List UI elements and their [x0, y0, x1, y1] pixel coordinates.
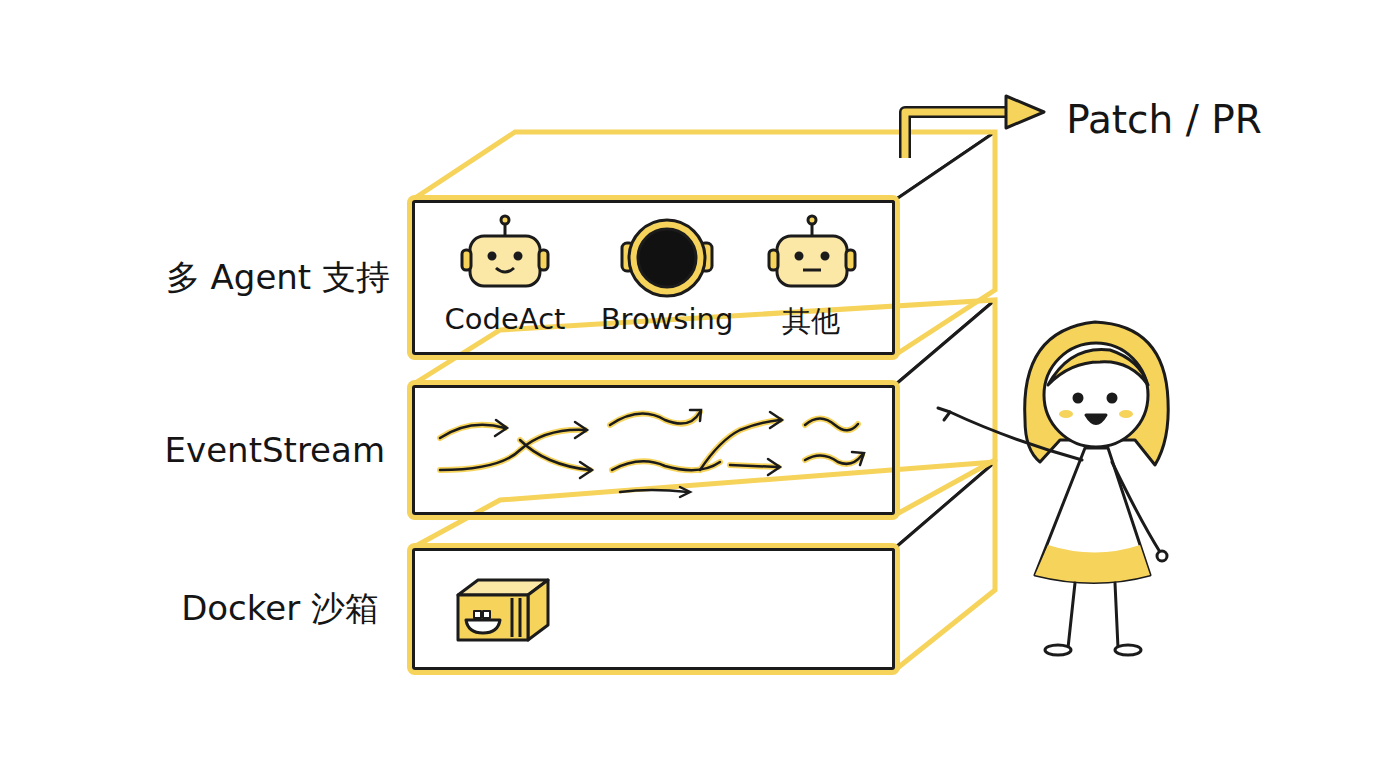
flow-head — [680, 487, 690, 497]
flow-line — [520, 440, 590, 470]
robot-antenna-tip — [501, 216, 509, 224]
robot-head — [777, 236, 847, 286]
container-rib — [511, 598, 514, 637]
robot-antenna-tip — [808, 216, 816, 224]
arrow-head — [1006, 96, 1044, 128]
flow-head — [495, 420, 507, 436]
container-front — [458, 595, 528, 640]
agent-label: Browsing — [601, 302, 734, 336]
flow-line — [805, 455, 862, 464]
robot-eye — [515, 253, 521, 259]
event-flow — [440, 410, 864, 497]
dress — [1035, 448, 1150, 583]
layer-label: 多 Agent 支持 — [166, 255, 390, 301]
arm — [1112, 462, 1160, 552]
shoe — [1045, 645, 1071, 655]
arm — [950, 412, 1082, 460]
layer-label: EventStream — [165, 430, 385, 470]
dress-hem — [1035, 545, 1150, 583]
robot-ear — [846, 250, 855, 270]
girl-figure — [938, 322, 1168, 655]
flow-line — [610, 412, 700, 425]
flow-head — [768, 459, 780, 475]
container-rib — [519, 598, 522, 637]
flow-line — [730, 465, 778, 467]
shoe — [1115, 645, 1141, 655]
arrow-shaft — [905, 112, 1010, 158]
blush — [1119, 410, 1133, 418]
flow-head — [575, 422, 587, 438]
flow-line — [520, 440, 590, 470]
whale — [466, 620, 500, 633]
flow-line — [700, 420, 780, 470]
output-arrow — [905, 96, 1044, 158]
hand — [938, 408, 950, 420]
robot-eye — [489, 253, 495, 259]
yellow-edge — [412, 300, 995, 515]
robot-ear — [769, 250, 778, 270]
agent-label: CodeAct — [445, 302, 566, 336]
flow-yellow — [440, 412, 862, 470]
leg — [1068, 583, 1075, 648]
yellow-edge — [412, 132, 995, 355]
layer-box: EventStream — [412, 385, 895, 515]
flow-line — [805, 419, 858, 431]
agent-label: 其他 — [782, 302, 840, 342]
whale-crate — [483, 611, 490, 618]
arrow-shaft — [905, 112, 1010, 158]
whale-crate — [474, 611, 481, 618]
flow-line — [700, 420, 780, 470]
robot-icon — [462, 216, 548, 286]
layer-box: Docker 沙箱 — [412, 548, 895, 670]
flow-head — [690, 410, 701, 421]
astronaut-icon — [622, 220, 712, 296]
flow-head — [770, 412, 782, 428]
eye — [1108, 394, 1116, 402]
output-label: Patch / PR — [1066, 97, 1262, 142]
bangs — [1048, 349, 1148, 385]
robot-head — [470, 236, 540, 286]
flow-head — [852, 452, 864, 465]
flow-head — [580, 462, 592, 478]
helmet-visor — [638, 229, 696, 287]
flow-line — [805, 455, 862, 464]
mouth — [1086, 415, 1106, 424]
hand — [1157, 551, 1167, 561]
robot-eye — [796, 253, 802, 259]
helmet — [629, 220, 705, 296]
face — [1044, 343, 1148, 447]
box-faces — [412, 132, 995, 670]
flow-line — [610, 412, 700, 425]
robot-ear — [539, 250, 548, 270]
flow-line — [620, 490, 688, 492]
hair — [1025, 322, 1169, 465]
robot-icon — [769, 216, 855, 286]
yellow-strokes — [412, 132, 995, 670]
robot-eye — [822, 253, 828, 259]
flow-line — [805, 419, 858, 431]
blush — [1059, 410, 1073, 418]
flow-ink — [440, 410, 864, 497]
layer-label: Docker 沙箱 — [181, 586, 379, 632]
robot-ear — [462, 250, 471, 270]
flow-line — [730, 465, 778, 467]
container-icon — [458, 580, 548, 640]
container-side — [528, 580, 548, 640]
yellow-edge — [412, 462, 995, 670]
leg — [1115, 583, 1118, 648]
robot-mouth — [496, 268, 514, 272]
robot-mouth — [803, 269, 821, 272]
eye — [1074, 394, 1082, 402]
